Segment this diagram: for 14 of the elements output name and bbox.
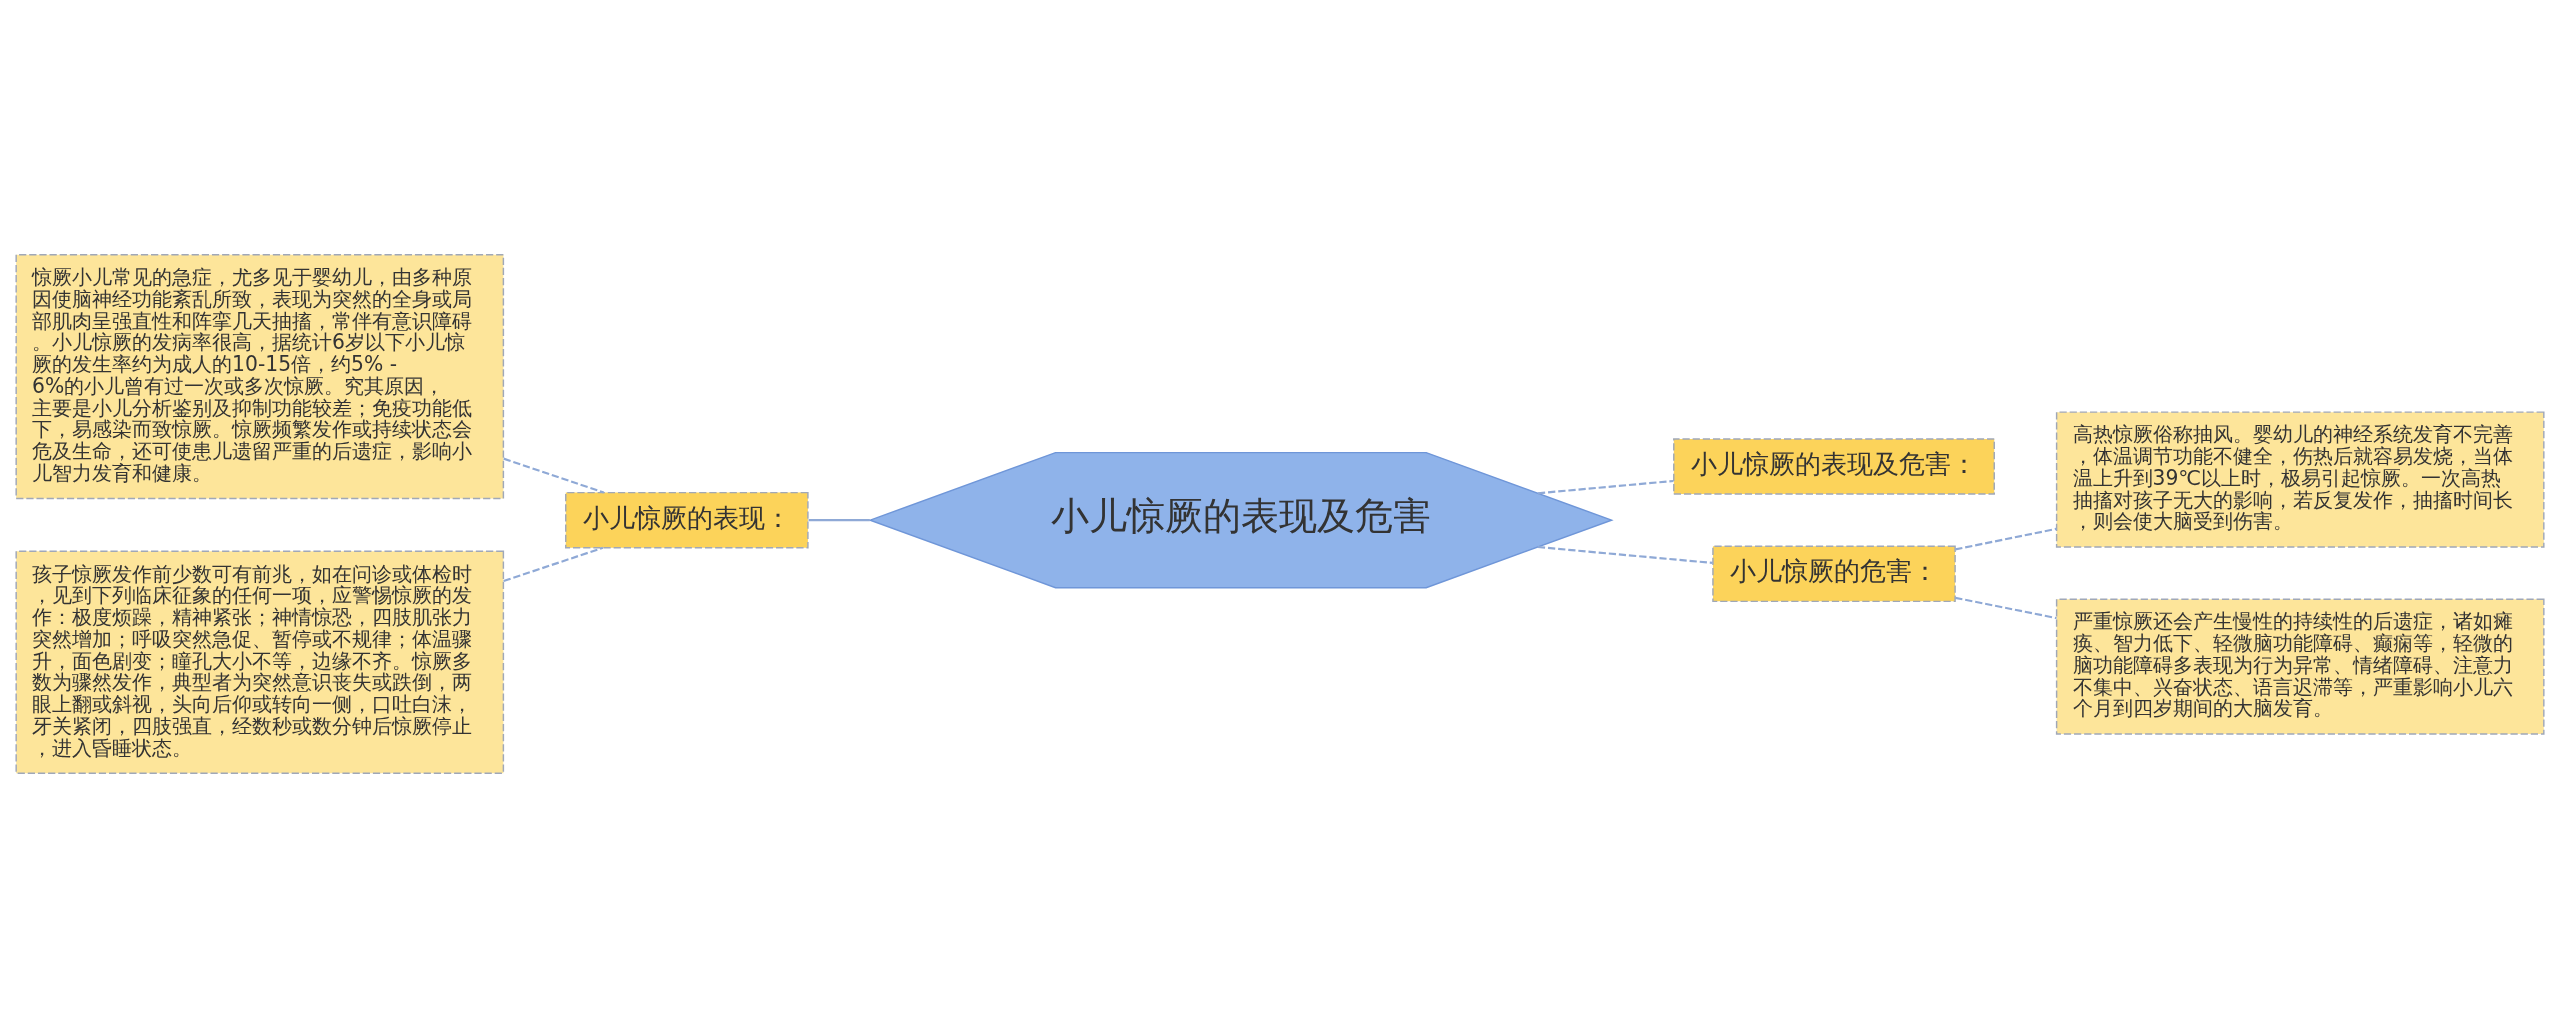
connector [1955,527,2057,551]
connector [1537,479,1674,495]
node-box: 高热惊厥俗称抽风。婴幼儿的神经系统发育不完善，体温调节功能不健全，伤热后就容易发烧，当体温上升到39℃以上时，极易引起惊厥。一次高热抽搐对孩子无大的影响，若反复发作，抽搐时间长，则会使大脑受到伤害。 [2055,411,2545,548]
node-box: 孩子惊厥发作前少数可有前兆，如在问诊或体检时，见到下列临床征象的任何一项，应警惕惊厥的发作：极度烦躁，精神紧张；神情惊恐，四肢肌张力突然增加；呼吸突然急促、暂停或不规律；体温骤升，面色剧变；瞳孔大小不等，边缘不齐。惊厥多数为骤然发作，典型者为突然意识丧失或跌倒，两眼上翻或斜视，头向后仰或转向一侧，口吐白沫，牙关紧闭，四肢强直，经数秒或数分钟后惊厥停止，进入昏睡状态。 [15,550,505,774]
connector [503,457,605,494]
connector [1955,596,2057,620]
node-box: 小儿惊厥的表现及危害： [1673,438,1995,495]
connector [1537,545,1713,564]
node-box: 惊厥小儿常见的急症，尤多见于婴幼儿，由多种原因使脑神经功能紊乱所致，表现为突然的全身或局部肌肉呈强直性和阵挛几天抽搐，常伴有意识障碍。小儿惊厥的发病率很高，据统计6岁以下小儿惊厥的发生率约为成人的10-15倍，约5% - 6%的小儿曾有过一次或多次惊厥。究其原因，主要是小儿分析鉴别及抑制功能较差；免疫功能低下，易感染而致惊厥。惊厥频繁发作或持续状态会危及生命，还可使患儿遗留严重的后遗症，影响小儿智力发育和健康。 [15,254,505,500]
node-box: 小儿惊厥的表现： [565,491,809,549]
node-box: 小儿惊厥的危害： [1712,545,1956,603]
node-box: 严重惊厥还会产生慢性的持续性的后遗症，诸如瘫痪、智力低下、轻微脑功能障碍、癫痫等，轻微的脑功能障碍多表现为行为异常、情绪障碍、注意力不集中、兴奋状态、语言迟滞等，严重影响小儿六个月到四岁期间的大脑发育。 [2055,598,2545,735]
connector [503,546,604,583]
connector [808,519,870,522]
